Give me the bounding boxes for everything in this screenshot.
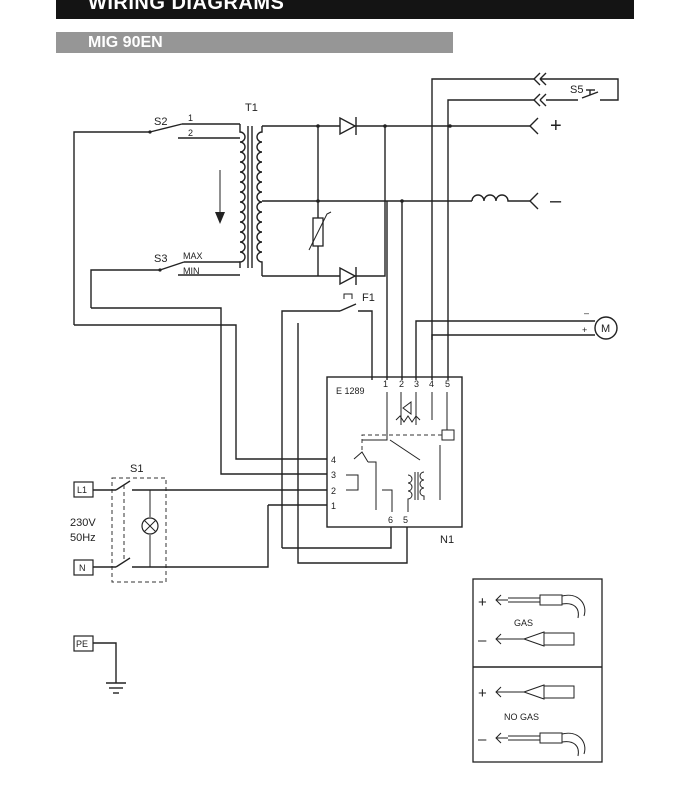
fuse-f1: F1 [281, 292, 375, 548]
transformer-t1: T1 [215, 102, 472, 277]
board-pin-left-3: 3 [331, 470, 336, 480]
board-pin-top-4: 4 [429, 379, 434, 389]
board-pin-left-1: 1 [331, 501, 336, 511]
s1-label: S1 [130, 463, 143, 475]
board-wiring [74, 201, 408, 564]
control-board-e1289: E 1289 1 2 3 4 5 4 3 2 1 6 5 N1 [326, 376, 463, 546]
gas-plus-label: + [478, 594, 487, 611]
motor-minus-label: – [584, 308, 589, 318]
frequency-label: 50Hz [70, 532, 96, 544]
model-title: MIG 90EN [88, 34, 163, 51]
polarity-legend: + GAS – + NO GAS – [472, 578, 603, 763]
board-pin-bottom-6: 6 [388, 515, 393, 525]
t1-label: T1 [245, 102, 258, 114]
board-pin-top-1: 1 [383, 379, 388, 389]
no-gas-label: NO GAS [504, 712, 539, 722]
header-bar: WIRING DIAGRAMS [56, 0, 634, 19]
s3-min-label: MIN [183, 266, 200, 276]
minus-terminal-label: – [550, 190, 562, 212]
mains-switch-s1: L1 N 230V 50Hz S1 [70, 463, 269, 583]
output-terminals: + – [400, 115, 562, 212]
switch-s3: S3 MAX MIN [90, 251, 240, 308]
switch-s2: S2 1 2 [73, 113, 240, 325]
plus-terminal-label: + [550, 115, 562, 137]
s2-pos1-label: 1 [188, 113, 193, 123]
s5-label: S5 [570, 84, 583, 96]
page-title: WIRING DIAGRAMS [88, 0, 285, 14]
motor-label: M [601, 323, 610, 335]
rectifier [308, 116, 530, 286]
nogas-minus-label: – [478, 731, 487, 748]
switch-s5: S5 [431, 72, 619, 380]
l1-label: L1 [77, 485, 87, 495]
model-bar: MIG 90EN [56, 32, 453, 53]
s3-max-label: MAX [183, 251, 203, 261]
voltage-label: 230V [70, 517, 96, 529]
s2-label: S2 [154, 116, 167, 128]
f1-label: F1 [362, 292, 375, 304]
s2-pos2-label: 2 [188, 128, 193, 138]
wire-feed-motor: M – + [415, 308, 618, 380]
gas-minus-label: – [478, 632, 487, 649]
protective-earth: PE [73, 635, 126, 694]
gas-label: GAS [514, 618, 533, 628]
n-label: N [79, 563, 86, 573]
board-n1-label: N1 [440, 534, 454, 546]
board-pin-top-5: 5 [445, 379, 450, 389]
board-pin-top-2: 2 [399, 379, 404, 389]
board-pin-left-4: 4 [331, 455, 336, 465]
s3-label: S3 [154, 253, 167, 265]
pe-label: PE [76, 639, 88, 649]
board-label: E 1289 [336, 386, 365, 396]
board-pin-bottom-5: 5 [403, 515, 408, 525]
nogas-plus-label: + [478, 685, 487, 702]
board-pin-left-2: 2 [331, 486, 336, 496]
board-pin-top-3: 3 [414, 379, 419, 389]
motor-plus-label: + [582, 325, 587, 335]
